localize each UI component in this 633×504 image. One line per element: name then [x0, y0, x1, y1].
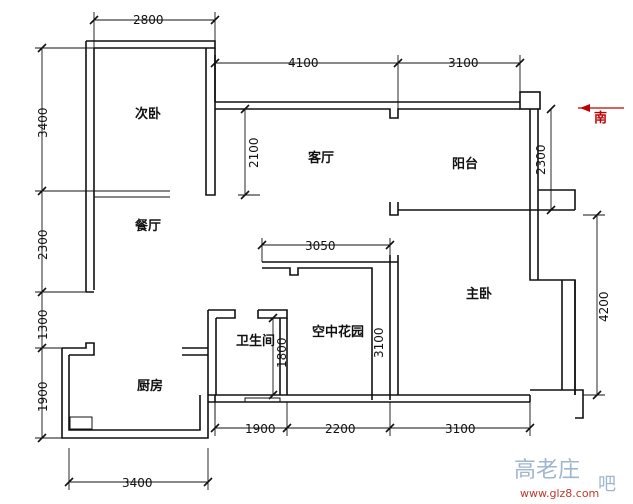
dim-left-1300: 1300 [36, 309, 50, 340]
dim-right-4200: 4200 [597, 291, 611, 322]
dim-left-2300: 2300 [36, 229, 50, 260]
room-labels: 次卧 客厅 阳台 餐厅 主卧 卫生间 空中花园 厨房 [134, 106, 492, 394]
dimension-labels: 2800 4100 3100 3400 2300 1300 1900 2100 … [36, 13, 611, 490]
dim-left-3400: 3400 [36, 107, 50, 138]
room-dining: 餐厅 [134, 218, 161, 234]
room-bathroom: 卫生间 [236, 333, 275, 349]
dim-top-4100: 4100 [288, 56, 319, 70]
watermark-logo: 高老庄 吧 www.glz8.com [514, 458, 616, 500]
south-label: 南 [594, 110, 607, 126]
dim-balcony-2300: 2300 [534, 144, 548, 175]
walls [61, 40, 584, 439]
dim-bottom-3100: 3100 [445, 422, 476, 436]
dim-bottom-1900: 1900 [245, 422, 276, 436]
room-master-bedroom: 主卧 [466, 286, 492, 302]
room-sky-garden: 空中花园 [312, 324, 364, 340]
dim-bottom-3400: 3400 [122, 476, 153, 490]
dimension-lines [35, 12, 605, 490]
dim-garden-3100: 3100 [372, 327, 386, 358]
dim-bottom-2200: 2200 [325, 422, 356, 436]
dim-top-2800: 2800 [133, 13, 164, 27]
arrow-icon [580, 104, 590, 112]
dim-left-1900: 1900 [36, 381, 50, 412]
room-living: 客厅 [308, 150, 334, 166]
dim-garden-3050: 3050 [305, 239, 336, 253]
watermark-logo-text: 高老庄 [514, 458, 580, 483]
room-balcony: 阳台 [452, 156, 478, 172]
dim-bath-1800: 1800 [275, 337, 289, 368]
room-kitchen: 厨房 [137, 378, 163, 394]
south-arrow: 南 [578, 104, 624, 126]
watermark-suffix: 吧 [598, 474, 616, 495]
room-secondary-bedroom: 次卧 [135, 106, 161, 122]
dim-living-2100: 2100 [247, 137, 261, 168]
watermark-url: www.glz8.com [520, 487, 599, 500]
dim-top-3100: 3100 [448, 56, 479, 70]
